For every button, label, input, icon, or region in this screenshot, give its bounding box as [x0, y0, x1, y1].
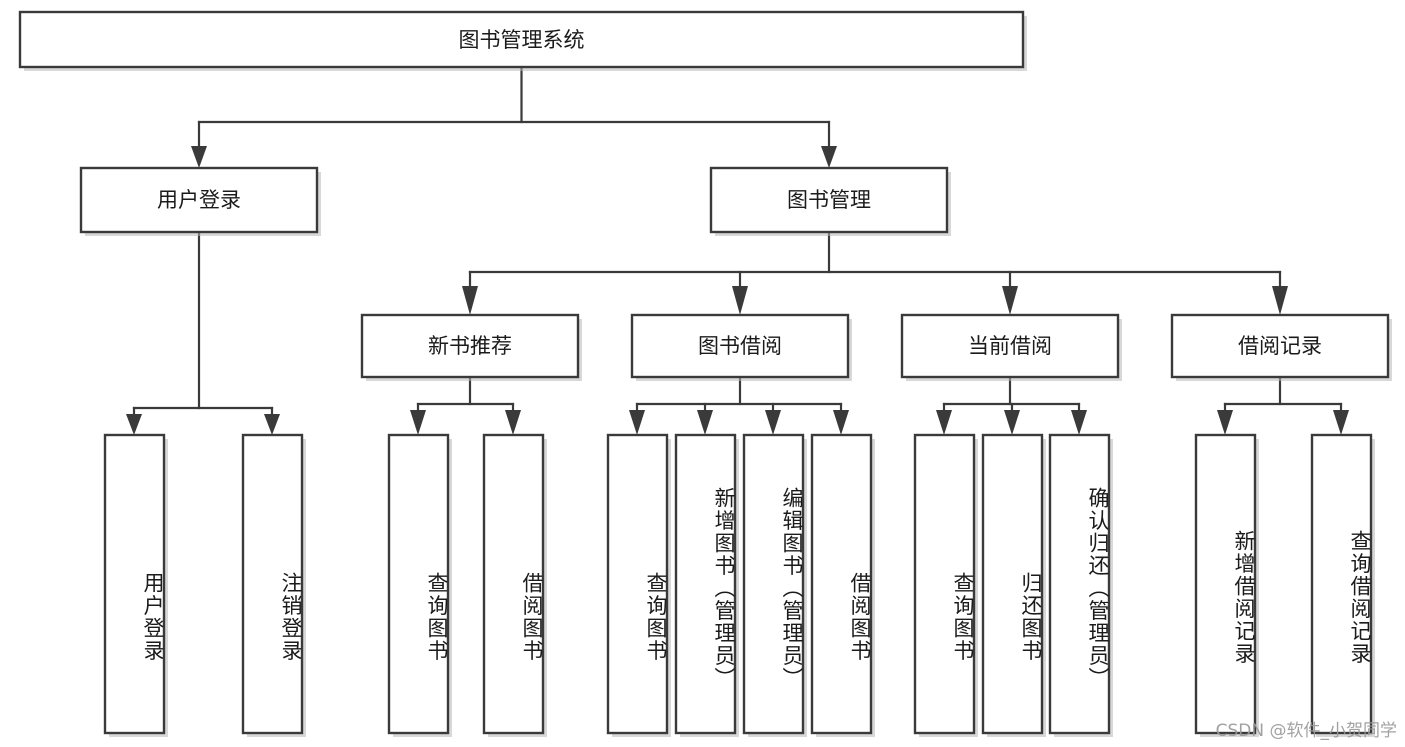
node-new-book-rec-label: 新书推荐	[428, 334, 512, 358]
connector-group-borrow-record	[1217, 375, 1349, 435]
connector-group-current-borrow	[936, 375, 1087, 435]
leaf-return-book-box[interactable]	[981, 433, 1044, 735]
node-root-box[interactable]	[18, 10, 1025, 69]
leaf-borrow-book-2-box[interactable]	[810, 433, 873, 735]
node-new-book-rec[interactable]: 新书推荐	[360, 313, 582, 381]
node-borrow-record[interactable]: 借阅记录	[1170, 313, 1392, 381]
node-book-manage-label: 图书管理	[787, 188, 871, 212]
node-user-login-box[interactable]	[79, 166, 319, 234]
arrow-head-new-book-rec	[462, 286, 478, 315]
node-book-borrow[interactable]: 图书借阅	[630, 313, 852, 381]
arrow-head-leaf-query-book-2	[629, 410, 645, 435]
arrow-head-leaf-add-record	[1217, 410, 1233, 435]
leaf-query-book-2-box[interactable]	[606, 433, 669, 735]
node-book-manage-box[interactable]	[709, 166, 949, 234]
node-current-borrow[interactable]: 当前借阅	[900, 313, 1122, 381]
csdn-watermark: CSDN @软件_小贺同学	[1215, 721, 1397, 741]
connector-group-user-login	[126, 230, 280, 435]
arrow-head-leaf-query-record	[1333, 410, 1349, 435]
arrow-head-leaf-edit-book	[765, 410, 781, 435]
node-book-manage[interactable]: 图书管理	[709, 166, 951, 236]
arrow-head-leaf-add-book	[697, 410, 713, 435]
arrow-head-book-borrow	[732, 286, 748, 315]
leaf-query-record-box[interactable]	[1310, 433, 1373, 735]
node-user-login[interactable]: 用户登录	[79, 166, 321, 236]
leaf-borrow-book-1-box[interactable]	[482, 433, 545, 735]
node-book-borrow-label: 图书借阅	[698, 334, 782, 358]
arrow-head-leaf-return-book	[1004, 410, 1020, 435]
arrow-head-current-borrow	[1002, 286, 1018, 315]
node-root[interactable]: 图书管理系统	[18, 10, 1027, 71]
node-user-login-label: 用户登录	[157, 188, 241, 212]
arrow-head-leaf-logout	[264, 414, 280, 435]
node-root-label: 图书管理系统	[459, 28, 585, 52]
arrow-head-leaf-query-book-3	[936, 410, 952, 435]
leaf-query-book-1-box[interactable]	[387, 433, 450, 735]
leaf-add-book-box[interactable]	[674, 433, 737, 735]
arrow-head-leaf-user-login	[126, 414, 142, 435]
arrow-head-borrow-record	[1272, 286, 1288, 315]
arrow-head-leaf-query-book-1	[410, 410, 426, 435]
leaf-edit-book-box[interactable]	[742, 433, 805, 735]
node-new-book-rec-box[interactable]	[360, 313, 580, 379]
leaf-boxes	[103, 433, 1375, 737]
node-current-borrow-box[interactable]	[900, 313, 1120, 379]
connector-group-book-borrow	[629, 375, 849, 435]
leaf-user-login-box[interactable]	[103, 433, 166, 735]
leaf-add-record-box[interactable]	[1194, 433, 1257, 735]
arrow-head-leaf-borrow-book-2	[833, 410, 849, 435]
arrow-head-leaf-confirm-return	[1071, 410, 1087, 435]
node-book-borrow-box[interactable]	[630, 313, 850, 379]
node-current-borrow-label: 当前借阅	[968, 334, 1052, 358]
connector-group-book-manage	[462, 230, 1288, 315]
arrow-head-leaf-borrow-book-1	[505, 410, 521, 435]
connector-group-root	[191, 65, 837, 168]
leaf-confirm-return-box[interactable]	[1048, 433, 1111, 735]
node-borrow-record-label: 借阅记录	[1238, 334, 1322, 358]
leaf-logout-box[interactable]	[241, 433, 304, 735]
leaf-query-book-3-box[interactable]	[913, 433, 976, 735]
arrow-head-user-login	[191, 146, 207, 168]
node-borrow-record-box[interactable]	[1170, 313, 1390, 379]
arrow-head-book-manage	[821, 146, 837, 168]
connector-group-new-book-rec	[410, 375, 521, 435]
